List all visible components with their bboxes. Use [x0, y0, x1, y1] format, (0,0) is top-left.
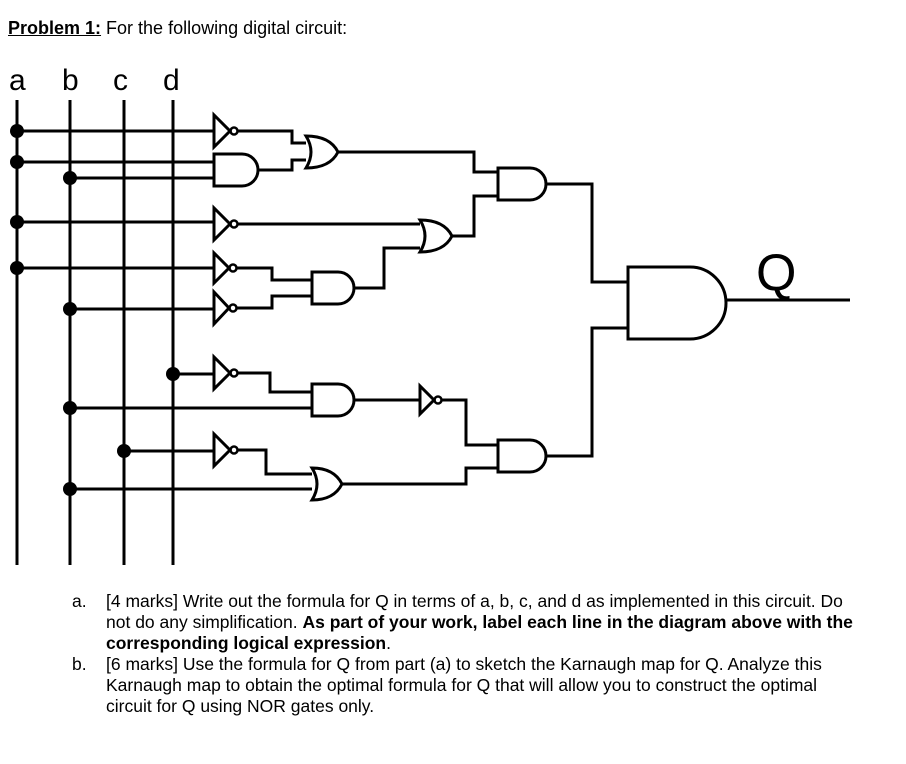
wire	[342, 466, 498, 486]
wire	[442, 398, 498, 447]
and-gate	[496, 438, 548, 474]
wire	[238, 129, 306, 145]
input-label-b: b	[62, 64, 79, 97]
question-bold-text: As part of your work, label each line in…	[106, 612, 853, 653]
wire	[452, 194, 498, 238]
question-marker: b.	[72, 654, 87, 674]
input-label-a: a	[9, 64, 26, 97]
not-gate-bubble	[229, 368, 239, 378]
question-text: [4 marks] Write out the formula for Q in…	[106, 591, 843, 632]
not-gate-bubble	[229, 126, 239, 136]
not-gate-bubble	[228, 263, 238, 273]
question-text-end: .	[386, 633, 391, 653]
input-label-c: c	[113, 64, 128, 97]
and-gate	[310, 382, 356, 418]
and-gate	[310, 270, 356, 306]
question-marker: a.	[72, 591, 87, 611]
wire	[338, 150, 498, 174]
not-gate-bubble	[229, 219, 239, 229]
not-gate	[212, 288, 232, 328]
not-gate	[212, 430, 233, 470]
question-text: [6 marks] Use the formula for Q from par…	[106, 654, 822, 716]
not-gate	[418, 382, 437, 418]
not-gate-bubble	[433, 395, 443, 405]
or-gate	[309, 466, 344, 502]
not-gate-bubble	[229, 445, 239, 455]
output-label-q: Q	[756, 244, 796, 302]
and-gate	[496, 166, 548, 202]
wire	[354, 246, 420, 290]
wire	[238, 371, 312, 394]
input-label-d: d	[163, 64, 180, 97]
wire	[237, 266, 312, 282]
question-b: b. [6 marks] Use the formula for Q from …	[72, 654, 862, 717]
not-gate	[212, 111, 233, 151]
wire	[237, 294, 312, 310]
question-a: a. [4 marks] Write out the formula for Q…	[72, 591, 862, 654]
or-gate	[303, 134, 340, 170]
and-gate	[212, 152, 260, 188]
logic-circuit-diagram: a b c d	[9, 64, 850, 565]
wire	[546, 182, 628, 284]
not-gate	[212, 204, 233, 244]
not-gate-bubble	[228, 303, 238, 313]
wire	[238, 448, 312, 476]
problem-label: Problem 1:	[8, 18, 102, 38]
wire	[546, 326, 628, 458]
or-gate	[417, 218, 454, 254]
not-gate	[212, 353, 233, 393]
not-gate	[212, 249, 232, 287]
question-list: a. [4 marks] Write out the formula for Q…	[72, 591, 862, 717]
problem-text: For the following digital circuit:	[106, 18, 348, 38]
final-and-gate	[626, 265, 728, 341]
wire	[258, 158, 306, 172]
problem-heading: Problem 1: For the following digital cir…	[8, 18, 347, 39]
